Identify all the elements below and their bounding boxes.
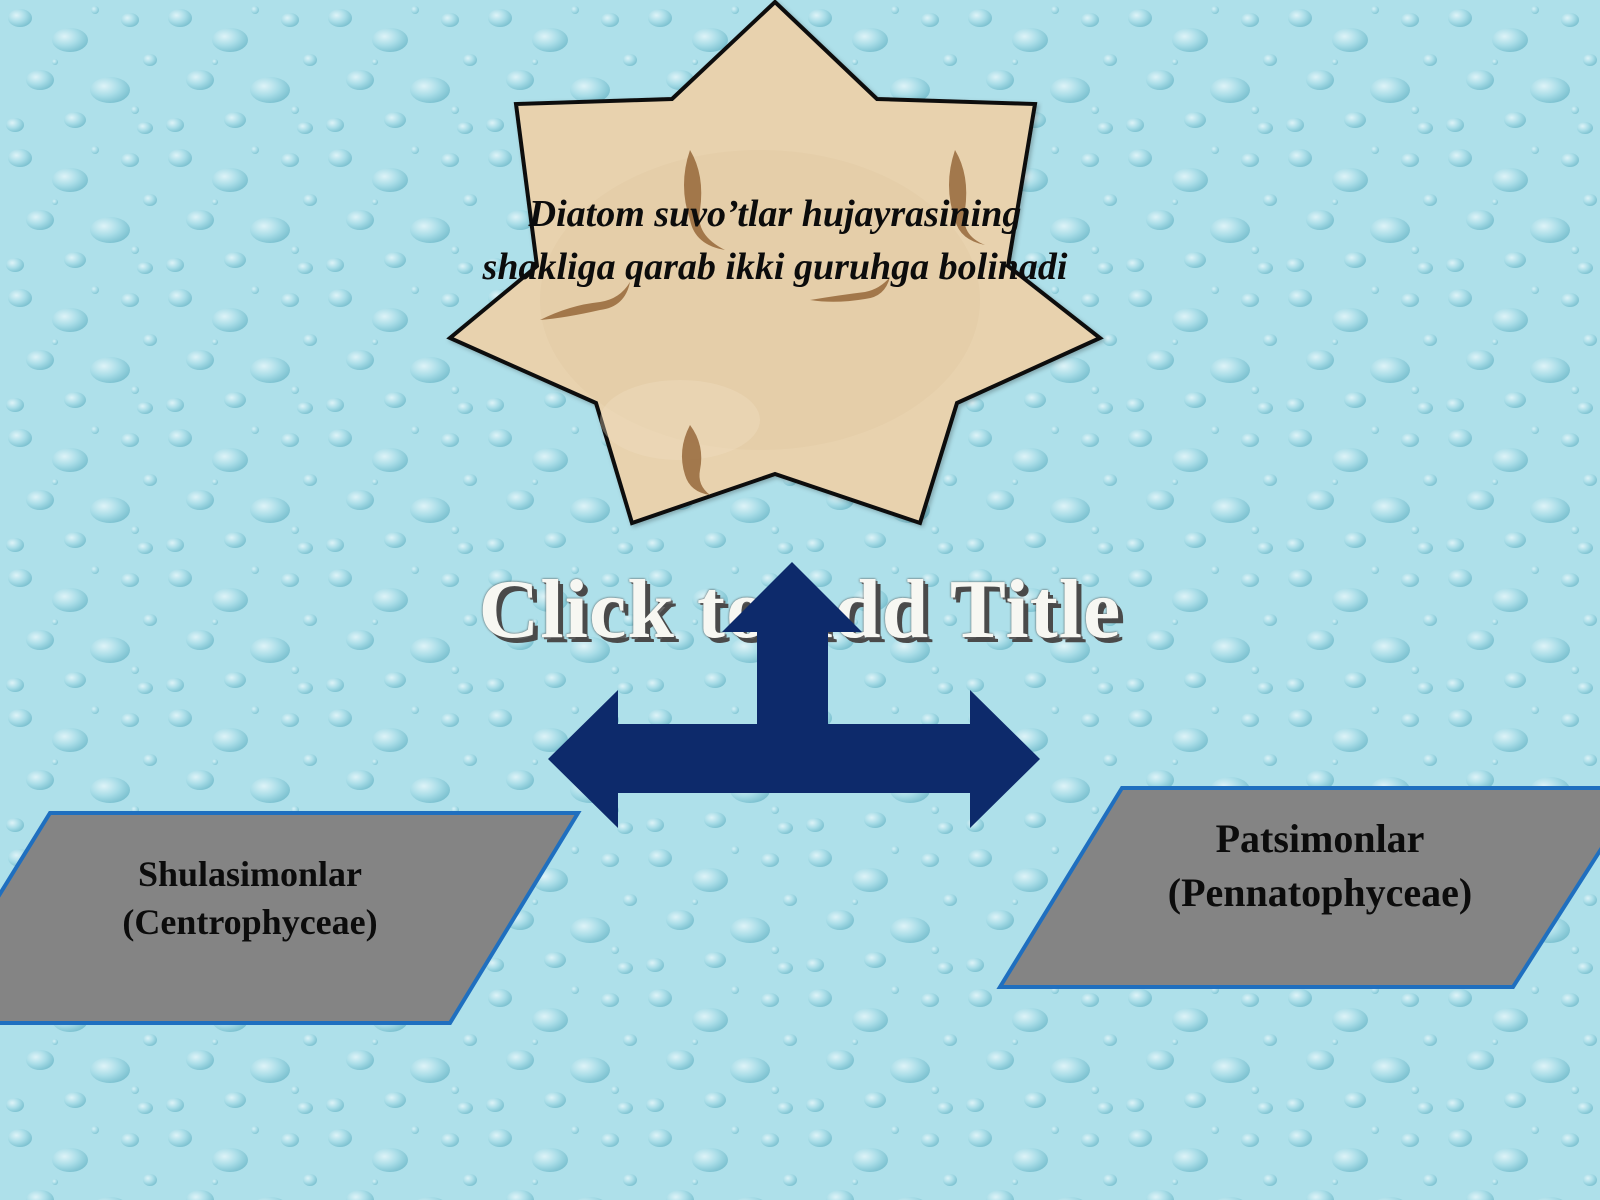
right-group-name: Patsimonlar	[1215, 816, 1425, 861]
left-group-label: Shulasimonlar (Centrophyceae)	[70, 850, 430, 946]
right-group-label: Patsimonlar (Pennatophyceae)	[1105, 812, 1535, 920]
fish-fossil-icon	[540, 150, 985, 495]
star-text: Diatom suvo’tlar hujayrasining shakliga …	[482, 193, 1068, 288]
left-group-latin: (Centrophyceae)	[122, 902, 378, 942]
left-group-name: Shulasimonlar	[137, 854, 363, 894]
right-group-latin: (Pennatophyceae)	[1167, 870, 1473, 915]
